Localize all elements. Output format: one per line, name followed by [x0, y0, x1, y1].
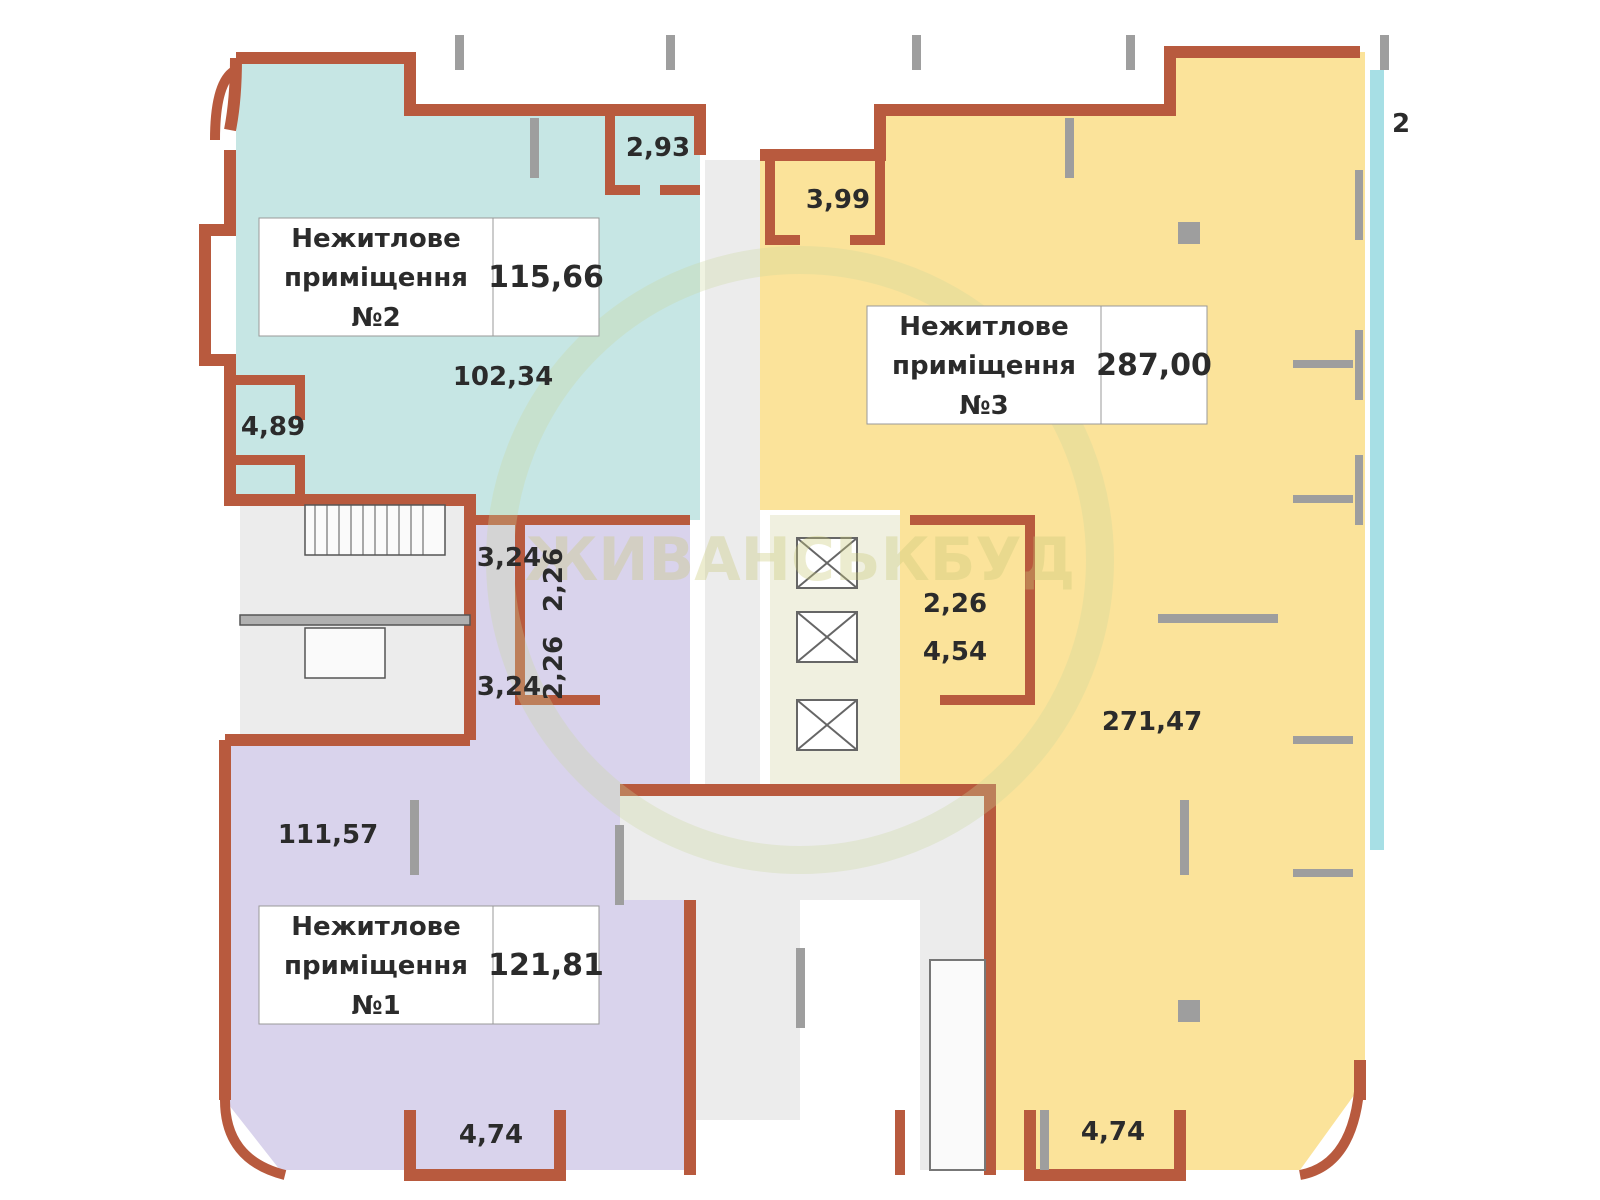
area-stair-top-a: 3,24 — [477, 543, 541, 573]
unit-3-total: 287,00 — [1096, 348, 1212, 383]
stair-steps-upper — [314, 505, 424, 555]
area-unit2-side: 4,89 — [241, 412, 305, 442]
area-unit2-main: 102,34 — [453, 362, 553, 392]
unit-1-total: 121,81 — [488, 948, 604, 983]
common-hall-fill — [620, 790, 990, 1170]
watermark-text: ЖИВАНСЬКБУД — [525, 525, 1075, 595]
unit-3-title-line1: Нежитлове — [899, 312, 1069, 342]
curved-wall-top-left — [210, 65, 239, 141]
area-unit2-wc: 2,93 — [626, 133, 690, 163]
curved-wall-bottom-right — [1298, 1079, 1365, 1180]
unit-2-title-line2: приміщення — [284, 263, 468, 293]
unit-3-number: №3 — [959, 391, 1008, 421]
curved-wall-bottom-left — [220, 1099, 287, 1180]
area-stair-top-b: 2,26 — [539, 548, 569, 612]
area-unit1-bottom: 4,74 — [459, 1120, 523, 1150]
area-stair-bot-b: 2,26 — [539, 636, 569, 700]
unit-3-title-line2: приміщення — [892, 351, 1076, 381]
walls — [199, 46, 1366, 1181]
lift-shafts — [796, 537, 858, 751]
area-edge-fragment: 2 — [1392, 109, 1410, 139]
area-unit3-bottom: 4,74 — [1081, 1117, 1145, 1147]
pillars — [410, 35, 1389, 1170]
unit-1-label-box: Нежитлове приміщення №1 121,81 — [258, 905, 604, 1025]
area-unit3-wc: 2,26 — [923, 589, 987, 619]
unit-3-label-box: Нежитлове приміщення №3 287,00 — [866, 305, 1212, 425]
common-area-fill — [705, 160, 760, 800]
unit-2-number: №2 — [351, 303, 400, 333]
area-unit3-hall: 4,54 — [923, 637, 987, 667]
window-strip-right — [1370, 70, 1384, 850]
inner-walls — [230, 110, 1035, 1175]
stairwell-right — [929, 959, 986, 1171]
area-stair-bot-a: 3,24 — [477, 672, 541, 702]
unit-1-number: №1 — [351, 991, 400, 1021]
unit-1-title-line1: Нежитлове — [291, 912, 461, 942]
area-unit3-main: 271,47 — [1102, 707, 1202, 737]
area-unit3-small: 3,99 — [806, 185, 870, 215]
watermark-ring — [486, 246, 1114, 874]
unit-2-label-box: Нежитлове приміщення №2 115,66 — [258, 217, 604, 337]
unit-2-total: 115,66 — [488, 260, 604, 295]
area-unit1-main: 111,57 — [278, 820, 378, 850]
unit-2-title-line1: Нежитлове — [291, 224, 461, 254]
unit-1-title-line2: приміщення — [284, 951, 468, 981]
